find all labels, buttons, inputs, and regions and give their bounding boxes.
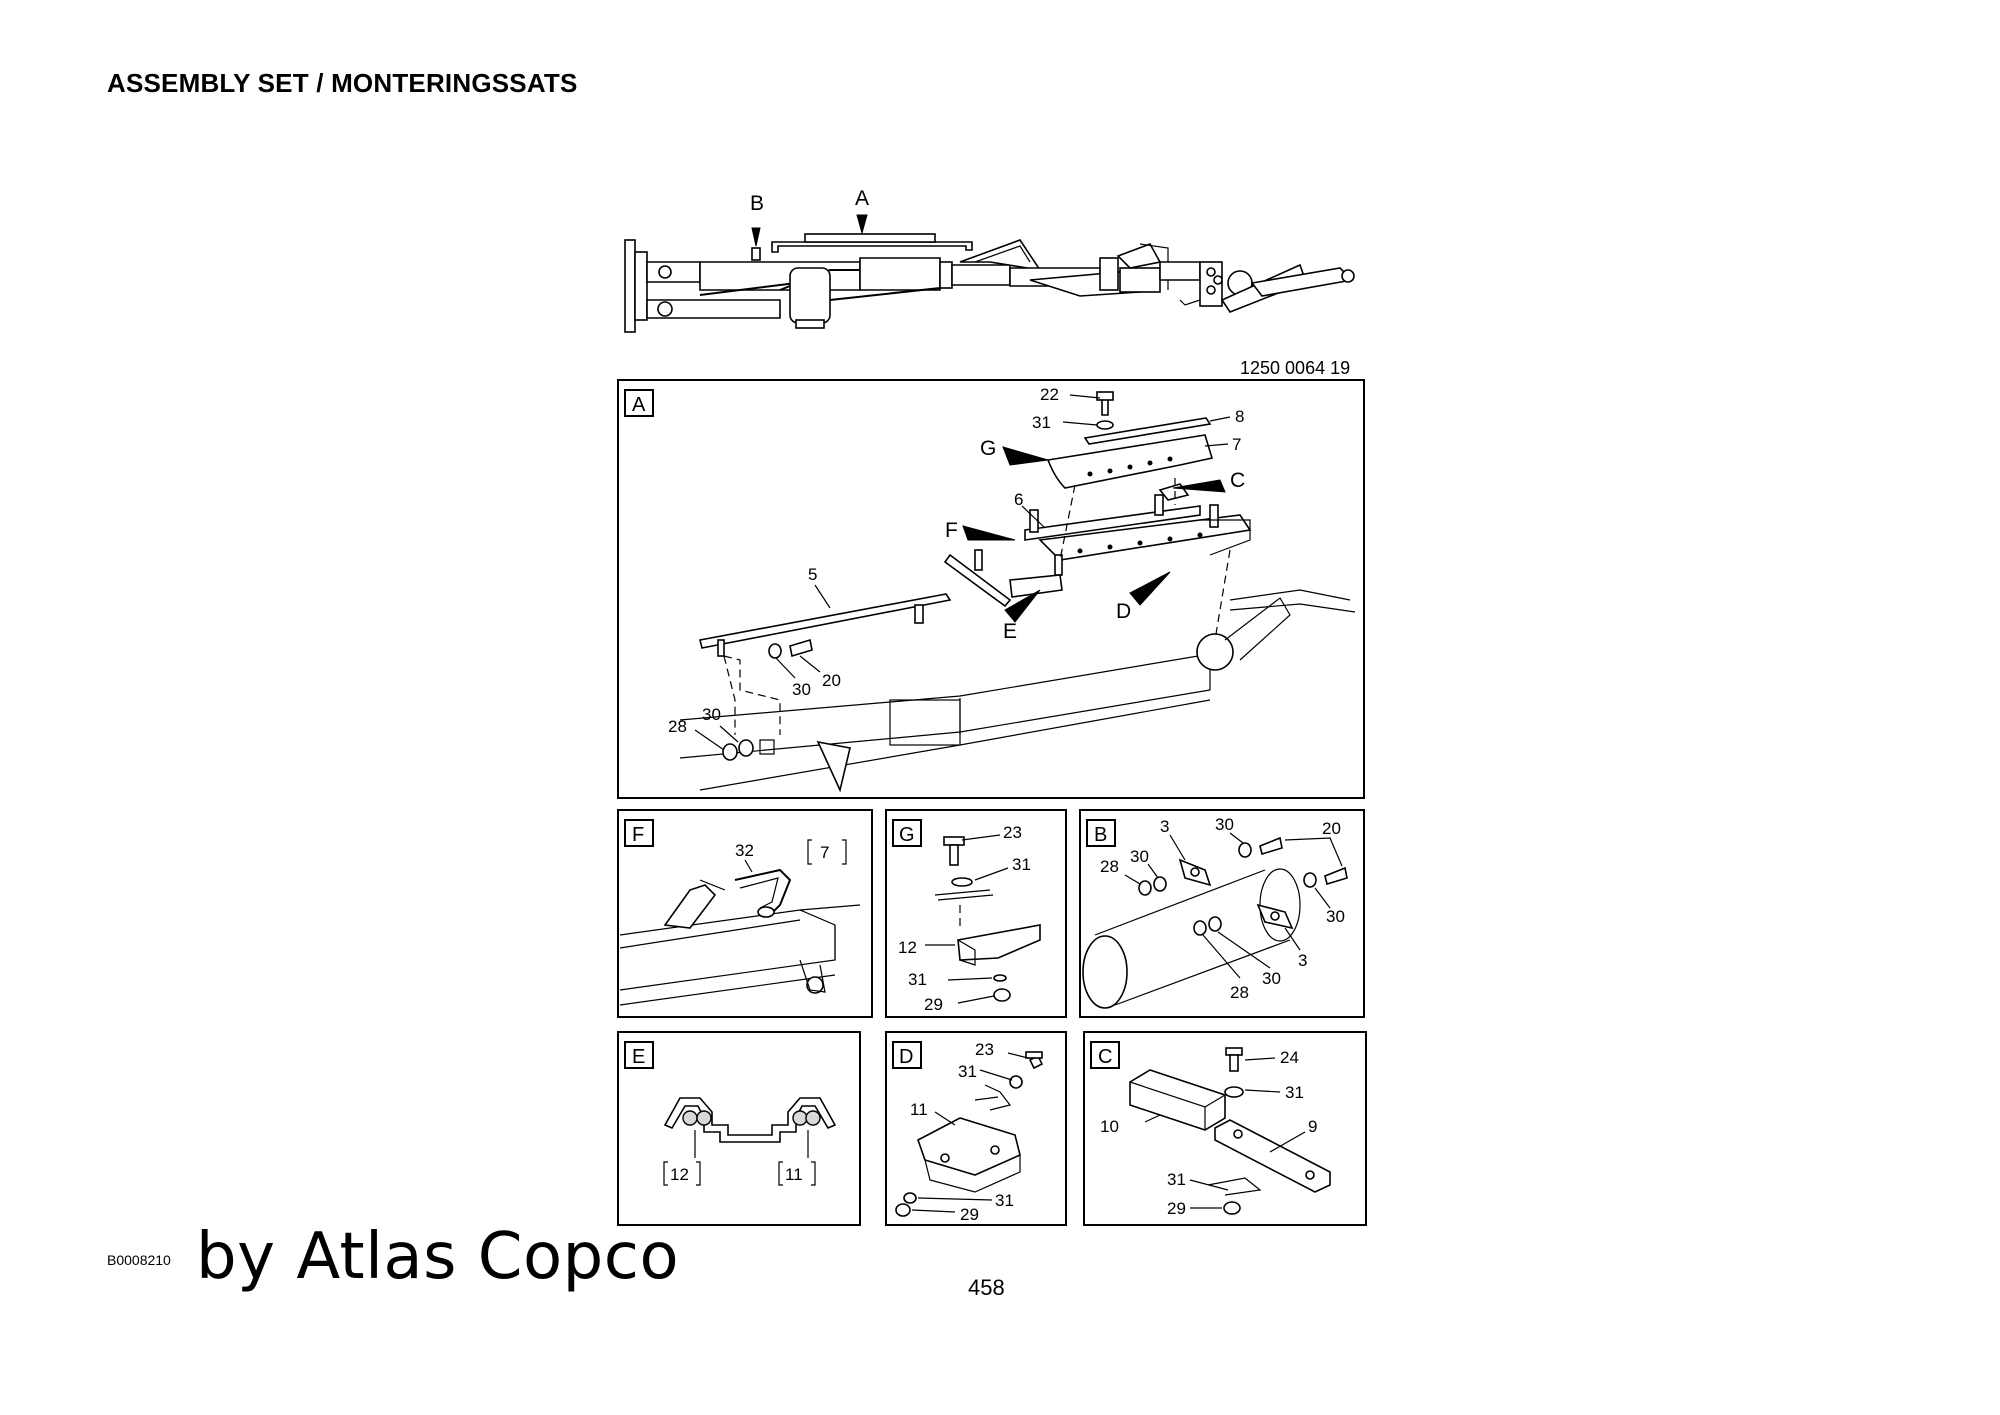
page-number: 458 [968, 1275, 1005, 1300]
panel-a-pointer-g: G [980, 437, 996, 460]
panel-c-callout-29: 29 [1167, 1199, 1186, 1218]
panel-b-callout-20: 20 [1322, 819, 1341, 838]
panel-f-callout-7: 7 [820, 843, 829, 862]
panel-d-callout-23: 23 [975, 1040, 994, 1059]
panel-c-callout-31-lower: 31 [1167, 1170, 1186, 1189]
panel-e-label: E [632, 1046, 645, 1068]
panel-c-callout-31: 31 [1285, 1083, 1304, 1102]
panel-a-callout-6: 6 [1014, 490, 1023, 509]
panel-d-callout-31: 31 [958, 1062, 977, 1081]
detail-panel-c: C 24 31 10 9 31 29 [1083, 1031, 1367, 1226]
panel-a-callout-7: 7 [1232, 435, 1241, 454]
panel-b-callout-3-lower: 3 [1298, 951, 1307, 970]
panel-g-label: G [899, 824, 915, 846]
panel-e-callout-11: 11 [785, 1165, 803, 1184]
panel-b-callout-30-right: 30 [1326, 907, 1345, 926]
panel-g-callout-23: 23 [1003, 823, 1022, 842]
figure-code: B0008210 [107, 1252, 171, 1268]
panel-a-pointer-f: F [945, 519, 958, 542]
panel-c-callout-10: 10 [1100, 1117, 1119, 1136]
panel-a-pointer-c: C [1230, 469, 1245, 492]
panel-b-callout-30-lower: 30 [1262, 969, 1281, 988]
panel-b-callout-30-left: 30 [1130, 847, 1149, 866]
panel-d-callout-11: 11 [910, 1100, 928, 1119]
overview-boom: B A [624, 187, 1355, 333]
panel-e-callout-12: 12 [670, 1165, 689, 1184]
detail-panel-e: E 12 11 [617, 1031, 861, 1226]
panel-a-callout-5: 5 [808, 565, 817, 584]
panel-g-callout-29: 29 [924, 995, 943, 1014]
panel-g-callout-12: 12 [898, 938, 917, 957]
drawing-number: 1250 0064 19 [1240, 358, 1351, 378]
panel-c-label: C [1098, 1046, 1112, 1068]
panel-d-callout-29: 29 [960, 1205, 979, 1224]
panel-a-callout-8: 8 [1235, 407, 1244, 426]
overview-marker-b: B [750, 192, 764, 215]
panel-d-callout-31-lower: 31 [995, 1191, 1014, 1210]
panel-a-pointer-e: E [1003, 620, 1017, 643]
panel-f-callout-32: 32 [735, 841, 754, 860]
panel-a-callout-28: 28 [668, 717, 687, 736]
detail-panel-g: G 23 31 12 31 29 [885, 809, 1067, 1018]
panel-b-callout-28: 28 [1100, 857, 1119, 876]
panel-a-callout-20: 20 [822, 671, 841, 690]
panel-b-callout-28-lower: 28 [1230, 983, 1249, 1002]
panel-a-callout-22: 22 [1040, 385, 1059, 404]
panel-c-callout-9: 9 [1308, 1117, 1317, 1136]
panel-b-callout-30: 30 [1215, 815, 1234, 834]
panel-a-callout-30-lower: 30 [702, 705, 721, 724]
panel-g-callout-31: 31 [1012, 855, 1031, 874]
watermark-text: by Atlas Copco [196, 1220, 680, 1294]
detail-panel-d: D 23 31 11 31 29 [885, 1031, 1067, 1226]
panel-d-label: D [899, 1046, 913, 1068]
overview-marker-a: A [855, 187, 869, 210]
panel-a-callout-30: 30 [792, 680, 811, 699]
panel-a-callout-31: 31 [1032, 413, 1051, 432]
detail-panel-b: B 3 30 20 28 30 30 3 30 28 [1079, 809, 1365, 1018]
panel-b-label: B [1094, 824, 1107, 846]
panel-f-label: F [632, 824, 644, 846]
detail-panel-a: A [617, 379, 1365, 799]
panel-a-label: A [632, 394, 646, 416]
page-title: ASSEMBLY SET / MONTERINGSSATS [107, 68, 578, 98]
panel-a-pointer-d: D [1116, 600, 1131, 623]
detail-panel-f: F 32 7 [617, 809, 873, 1018]
panel-b-callout-3: 3 [1160, 817, 1169, 836]
panel-c-callout-24: 24 [1280, 1048, 1299, 1067]
panel-g-callout-31-lower: 31 [908, 970, 927, 989]
